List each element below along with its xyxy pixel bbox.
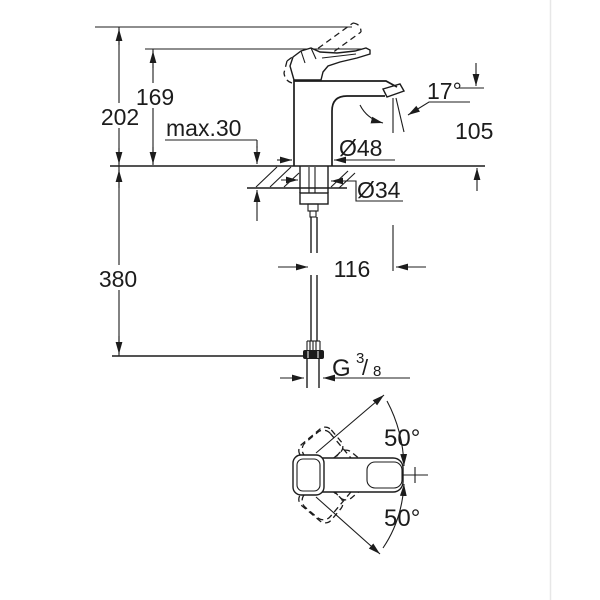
extension-lines	[95, 26, 368, 50]
label-mask	[133, 83, 175, 108]
dimension-thread-g38: G 3 / 8	[280, 350, 410, 382]
dimension-105: 105	[455, 63, 493, 191]
mounting-shank	[299, 166, 329, 218]
deck-hatching	[255, 166, 356, 189]
dimension-17-degrees: 17°	[359, 78, 470, 133]
thread-denominator-label: 8	[373, 363, 381, 380]
thread-numerator-label: 3	[356, 350, 364, 367]
hose-thread	[306, 340, 321, 350]
side-view: 202 380 169 max.30	[94, 22, 493, 388]
dimension-17-label: 17°	[427, 78, 462, 104]
dimension-48-label: Ø48	[339, 135, 382, 161]
dimension-202-380: 202 380	[94, 27, 145, 356]
faucet-body-outline	[293, 80, 406, 166]
dimension-34-label: Ø34	[357, 177, 401, 203]
dimension-48: Ø48	[277, 135, 395, 164]
dimension-116: 116	[278, 225, 426, 282]
dimension-169-label: 169	[136, 84, 174, 110]
dimension-380-label: 380	[99, 266, 137, 292]
swivel-angle-down-label: 50°	[384, 505, 420, 532]
swivel-angle-up-label: 50°	[384, 425, 420, 452]
thread-letter-label: G	[332, 355, 351, 382]
dimension-34: Ø34	[281, 176, 403, 203]
dimension-max-30: max.30	[165, 115, 261, 221]
hose-nut	[303, 350, 324, 359]
dimension-116-label: 116	[334, 256, 371, 282]
dimension-169: 169	[133, 49, 175, 165]
aerator	[381, 83, 406, 98]
dimension-202-label: 202	[101, 104, 139, 130]
label-mask	[94, 265, 142, 290]
thread-slash-label: /	[362, 355, 369, 380]
dimension-105-label: 105	[455, 118, 493, 144]
supply-pipe	[303, 217, 324, 388]
mounting-deck	[110, 165, 485, 189]
top-view: 50° 50°	[292, 394, 428, 555]
faucet-handle-side	[289, 47, 371, 81]
faucet-handle-top	[292, 454, 404, 496]
dimension-max30-label: max.30	[166, 115, 241, 141]
